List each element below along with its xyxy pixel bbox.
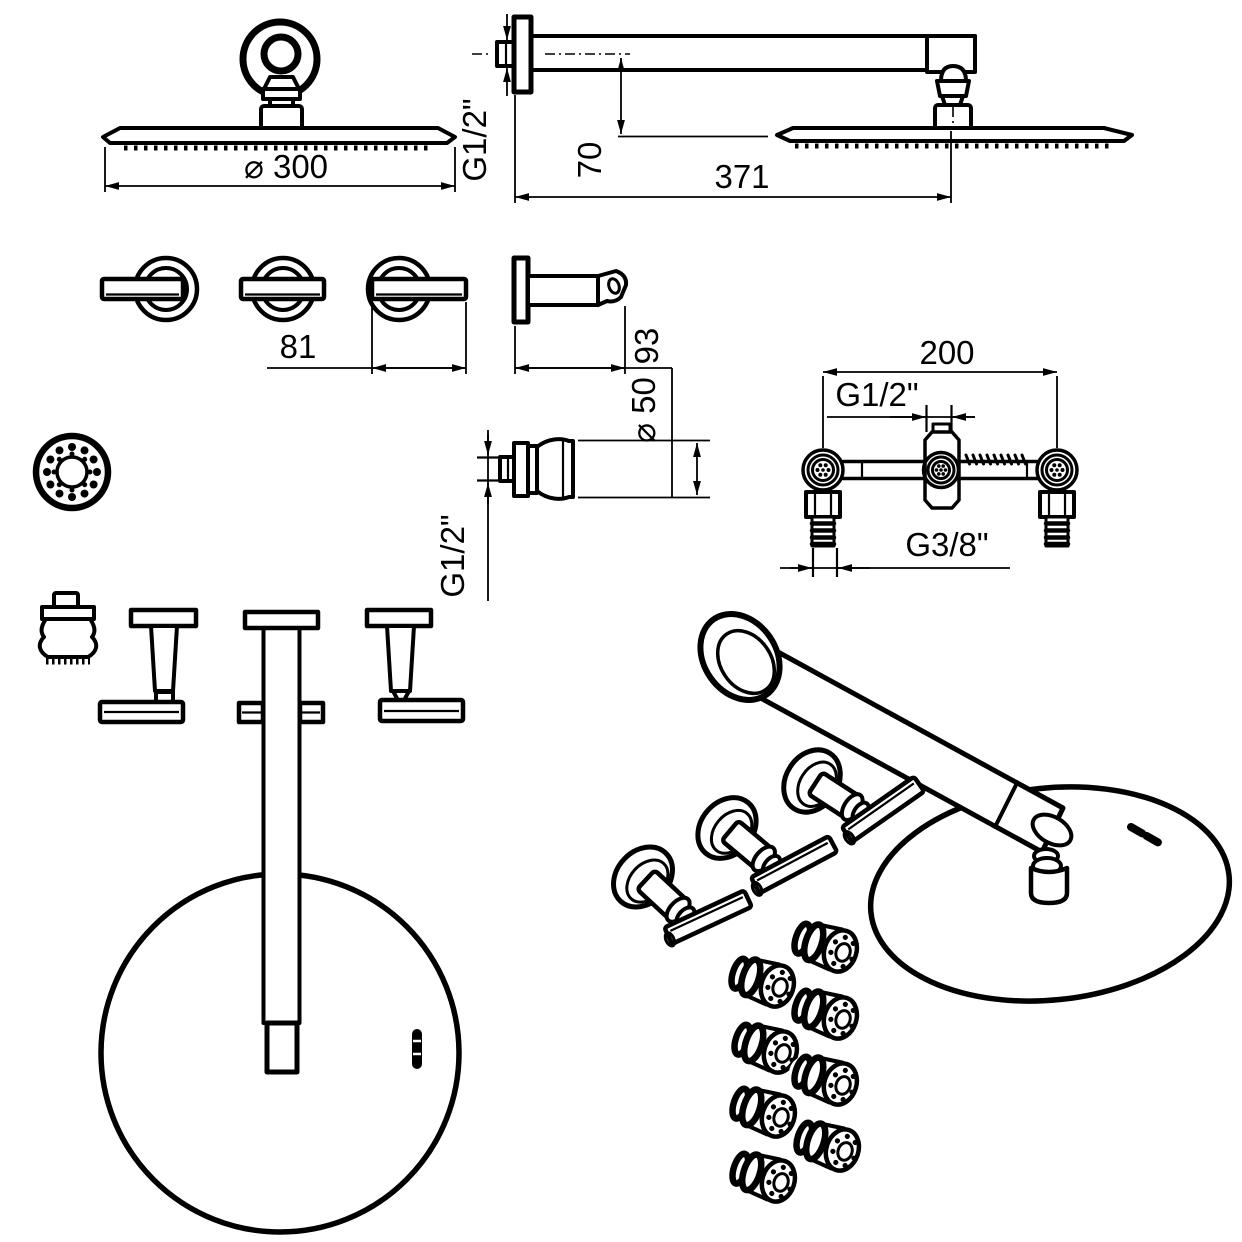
view-overhead-shower-side: ⌀ 300	[101, 18, 457, 192]
pipe-head-connector	[264, 1020, 300, 1075]
handle-front-3	[365, 255, 469, 323]
label-handle-length: 81	[280, 328, 317, 365]
valve-left	[801, 448, 845, 548]
handle-front-1	[99, 255, 200, 323]
dim-arm-length: 371	[514, 95, 952, 203]
dim-valve-tail-thread: G3/8"	[780, 526, 1010, 577]
body-jet-3d	[782, 911, 874, 983]
spout-opening	[607, 277, 621, 295]
dim-arm-thread: G1/2"	[456, 14, 511, 182]
view-isometric-set	[601, 611, 1233, 1213]
view-body-jet-side: ⌀ 50 G1/2"	[434, 368, 710, 601]
dim-handle-length: 81	[267, 302, 467, 374]
jet-body-profile	[535, 437, 575, 501]
arm-tube	[529, 34, 977, 72]
jet-part-body	[37, 617, 99, 659]
brand-logo-mark	[1127, 823, 1163, 847]
part-body-jet-small	[37, 591, 99, 665]
view-shower-arm-side: G1/2" 70 371	[456, 14, 1134, 203]
ball-joint-dome	[939, 64, 968, 83]
shower-disc	[101, 126, 457, 145]
label-valve-spacing: 200	[919, 334, 974, 371]
valve-pipes	[841, 459, 1041, 481]
mount-ring-inner	[260, 33, 302, 75]
label-valve-tail-thread: G3/8"	[905, 526, 988, 563]
dim-valve-spacing: 200	[822, 334, 1058, 448]
valve-pipe-thread	[964, 453, 1027, 466]
body-jets-3d	[719, 911, 876, 1213]
dim-valve-center-thread: G1/2"	[827, 376, 975, 432]
ceiling-trim-3	[364, 607, 466, 724]
ceiling-trim-2	[236, 609, 326, 725]
spout-body	[526, 274, 600, 307]
ball-joint-collar	[935, 79, 971, 98]
jet-face-rim	[32, 432, 112, 512]
dim-overhead-diameter: ⌀ 300	[104, 147, 456, 192]
label-spout-length: 93	[628, 328, 665, 365]
valve-right	[1035, 448, 1079, 548]
arm-tube-3d	[732, 637, 1066, 855]
spout-tip	[596, 269, 629, 307]
arm-end-cap-3d	[1030, 812, 1074, 848]
label-valve-center-thread: G1/2"	[835, 376, 918, 413]
arm-wall-plate	[511, 14, 534, 95]
view-valve-rough-in: 200 G1/2" G3/8"	[780, 334, 1079, 577]
arm-sleeve-seam	[993, 783, 1018, 829]
jet-face-center-hole	[55, 455, 89, 489]
dim-jet-diameter: ⌀ 50	[578, 368, 710, 499]
view-handles-front: 81	[99, 255, 469, 374]
label-arm-drop: 70	[571, 142, 608, 179]
mount-base	[259, 104, 304, 131]
brand-logo-mark	[412, 1029, 422, 1069]
jet-flange-plate	[512, 441, 530, 498]
jet-face-nozzle-ring	[43, 443, 101, 501]
label-arm-thread: G1/2"	[456, 98, 493, 181]
dim-spout-length: 93	[514, 306, 672, 374]
ball-cylinder-3d	[1028, 865, 1070, 906]
valve-center	[921, 422, 961, 510]
dim-jet-thread: G1/2"	[434, 430, 499, 601]
spout-wall-flange	[511, 255, 531, 325]
arm-wall-flange-3d	[697, 611, 783, 703]
view-spout-side: 93	[511, 255, 672, 374]
shower-head-3d	[867, 784, 1233, 1004]
view-jet-face-front	[32, 432, 112, 512]
label-jet-thread: G1/2"	[434, 514, 471, 597]
label-arm-length: 371	[714, 158, 769, 195]
ceiling-trim-1	[97, 607, 199, 725]
label-jet-diameter: ⌀ 50	[625, 377, 662, 443]
shower-disc	[775, 126, 1134, 143]
view-ceiling-shower-front	[97, 607, 466, 1235]
handle-front-2	[238, 255, 327, 323]
dim-arm-drop: 70	[571, 58, 768, 178]
arm-wall-flange-inner-3d	[715, 628, 777, 696]
label-overhead-diameter: ⌀ 300	[244, 148, 328, 185]
